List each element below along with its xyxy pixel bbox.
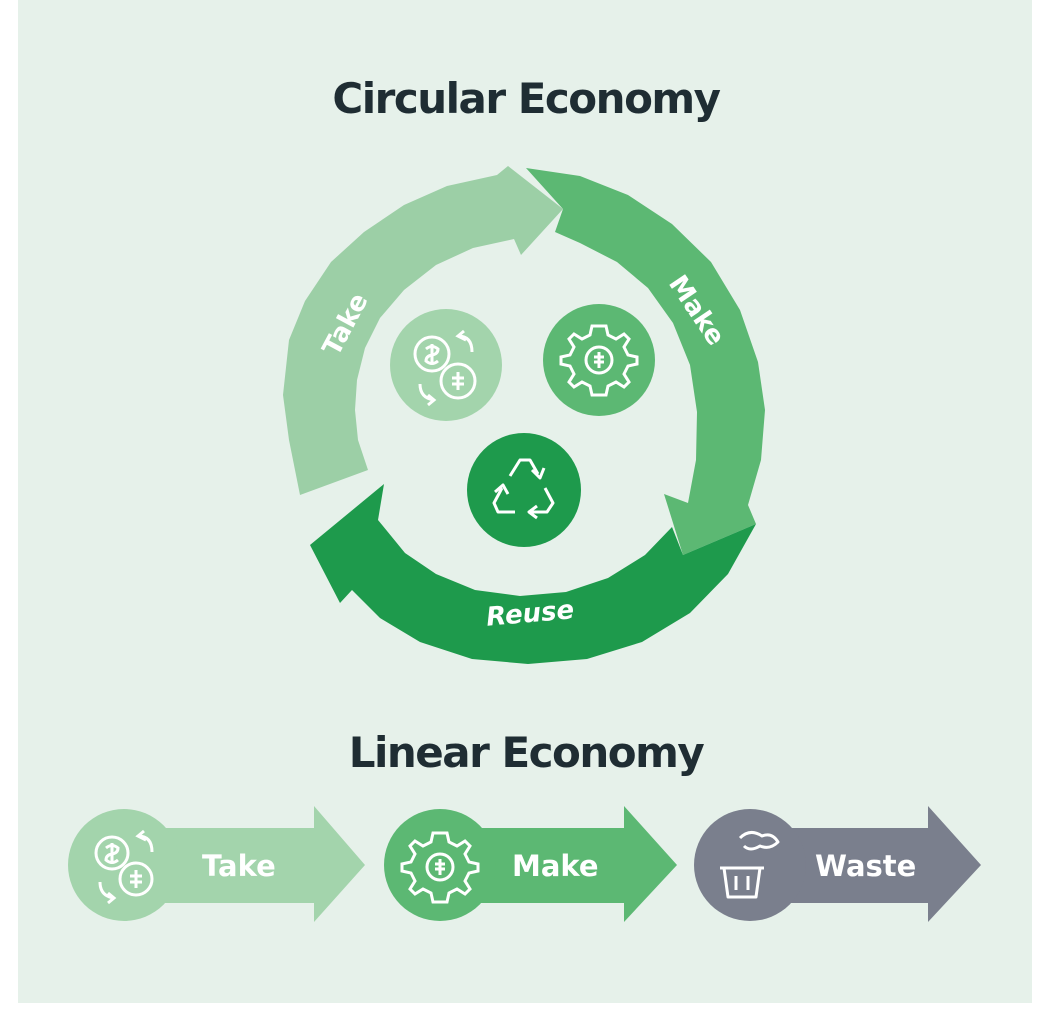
cycle-ring (283, 166, 765, 664)
linear-take-label: Take (202, 849, 276, 883)
coin-exchange-icon (94, 829, 154, 905)
linear-waste-label: Waste (815, 849, 916, 883)
gear-coin-icon (559, 324, 639, 397)
make-cycle-arrow (526, 168, 765, 555)
linear-make-label: Make (512, 849, 599, 883)
recycle-icon (492, 458, 555, 520)
linear-make-step: Make (384, 806, 677, 922)
reuse-stage-circle (467, 433, 581, 547)
take-cycle-arrow (283, 166, 563, 495)
linear-take-step: Take (68, 806, 365, 922)
trash-bin-icon (720, 831, 780, 899)
circular-economy-title: Circular Economy (332, 74, 721, 123)
coin-exchange-icon (413, 329, 477, 407)
gear-coin-icon (400, 831, 480, 904)
linear-waste-step: Waste (694, 806, 981, 922)
reuse-cycle-arrow (310, 484, 756, 664)
make-stage-circle (543, 304, 655, 416)
take-stage-circle (390, 309, 502, 421)
linear-economy-title: Linear Economy (348, 728, 705, 777)
